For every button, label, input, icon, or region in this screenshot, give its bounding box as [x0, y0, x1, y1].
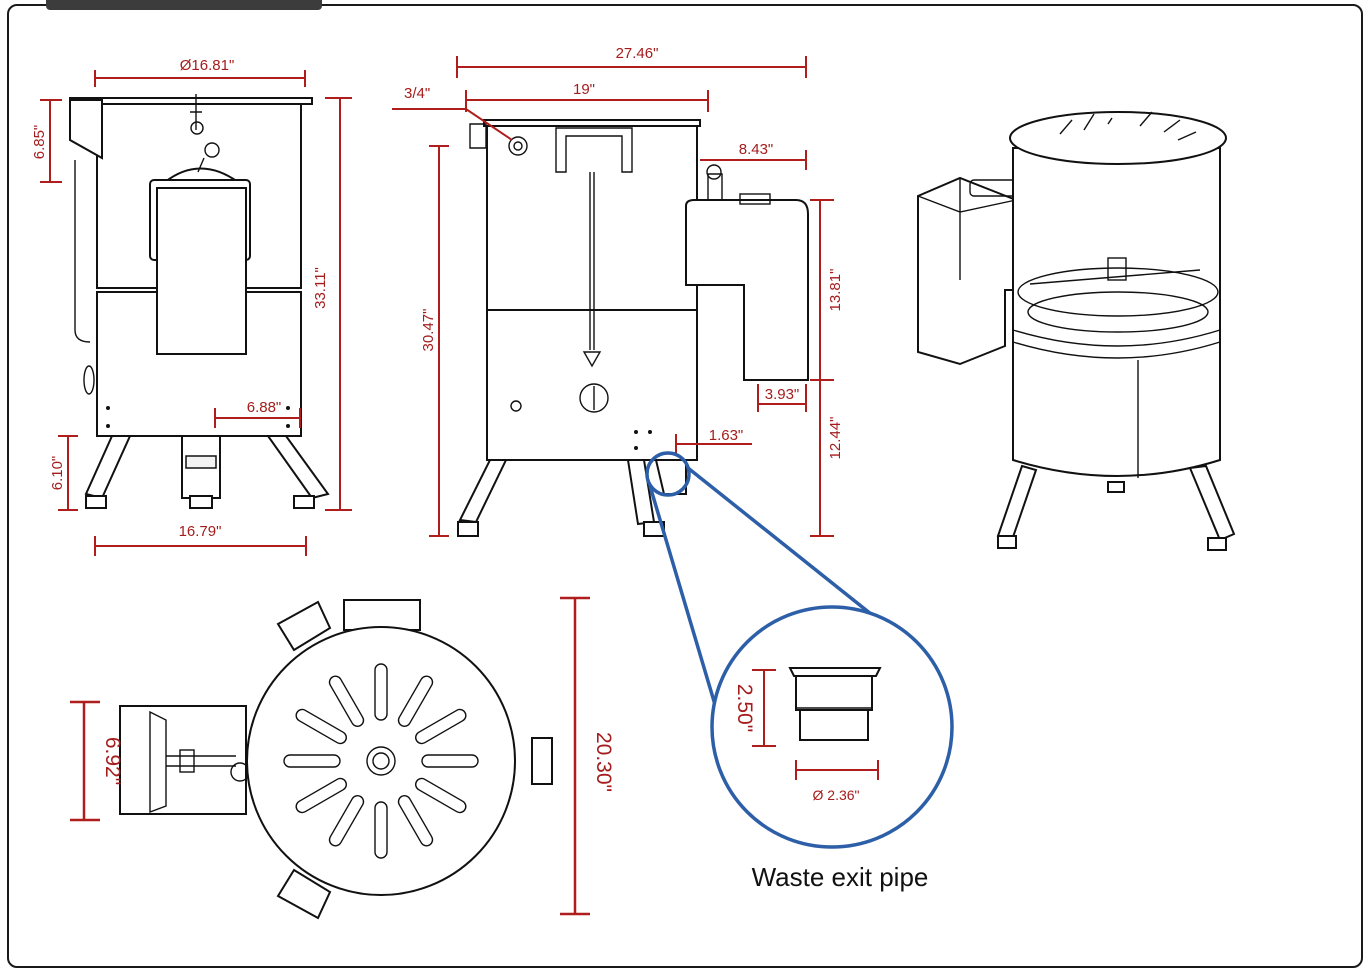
top-dimensions: 6.92" 20.30"	[70, 596, 615, 916]
pipe-offset-label: 1.63"	[709, 427, 744, 444]
top-disc	[246, 626, 516, 896]
inlet-size-label: 3/4"	[404, 85, 430, 102]
side-chute	[685, 199, 809, 381]
front-side-chute	[69, 99, 103, 160]
body-width-label: 19"	[573, 81, 595, 98]
top-view	[119, 599, 553, 920]
exit-offset-label: 6.88"	[247, 399, 282, 416]
top-chute	[119, 705, 247, 815]
drawing-frame	[7, 4, 1363, 968]
iso-lid	[1009, 111, 1227, 165]
top-chute-width-label: 6.92"	[101, 737, 124, 785]
isometric-view	[917, 111, 1236, 551]
side-dimensions: 27.46" 19" 3/4" 8.43" 30.47" 13.81" 3.93…	[392, 45, 844, 537]
chute-width-label: 3.93"	[765, 386, 800, 403]
total-height-label: 33.11"	[312, 267, 329, 309]
lid-height-label: 6.85"	[31, 125, 48, 160]
chute-base-height-label: 12.44"	[827, 417, 844, 460]
iso-body	[1012, 147, 1221, 477]
leg-height-label: 6.10"	[49, 456, 66, 491]
lid-diameter-label: Ø16.81"	[180, 57, 235, 74]
side-view	[457, 119, 809, 537]
front-dimensions: Ø16.81" 6.85" 33.11" 6.88" 6.10" 16.79"	[31, 57, 352, 556]
pipe-diameter-label: Ø 2.36"	[813, 787, 860, 803]
front-door	[156, 187, 247, 355]
top-depth-label: 20.30"	[592, 732, 615, 792]
detail-callout: 2.50" Ø 2.36" Waste exit pipe	[645, 451, 954, 892]
top-slots	[283, 663, 479, 859]
side-lower-body	[486, 309, 698, 461]
header-tab	[46, 0, 322, 10]
chute-depth-label: 8.43"	[739, 141, 774, 158]
leg-span-label: 16.79"	[179, 523, 222, 540]
side-upper-body	[486, 125, 698, 311]
iso-chute	[917, 176, 1017, 366]
total-width-label: 27.46"	[616, 45, 659, 62]
body-height-label: 30.47"	[420, 309, 437, 352]
chute-height-label: 13.81"	[827, 269, 844, 312]
detail-caption: Waste exit pipe	[752, 862, 929, 892]
pipe-height-label: 2.50"	[733, 684, 756, 732]
front-view	[69, 94, 330, 509]
